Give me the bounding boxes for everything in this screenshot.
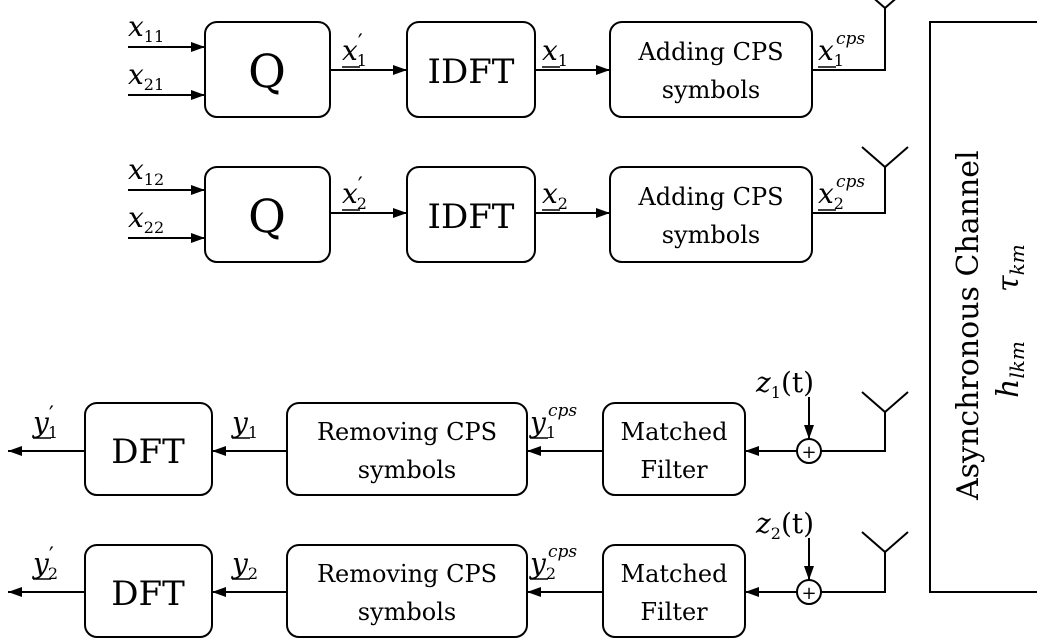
input-x12-label: x12 [128,153,164,189]
y2-label: y2 [230,547,258,583]
rx-antenna-1 [861,391,909,414]
antenna-to-adder-line-2 [821,552,886,593]
idft-block-2-label: IDFT [428,197,515,237]
transmitter-chain-2: x12 x22 Q x′2 IDFT x2 Adding CPS symbols… [128,146,909,263]
q-block-1-label: Q [248,44,286,98]
adding-cps-block-1-line2: symbols [662,76,760,104]
matched-filter-2-line2: Filter [640,598,708,626]
adding-cps-block-1-line1: Adding CPS [637,38,783,66]
antenna-to-adder-line-1 [821,412,886,452]
matched-filter-2-line1: Matched [621,560,728,588]
input-x22-label: x22 [128,201,164,237]
q-block-2-label: Q [248,189,286,243]
adding-cps-block-2-line2: symbols [662,221,760,249]
removing-cps-block-1 [286,402,528,496]
y2cps-label: y2cps [528,542,577,583]
channel-delay-label: τkm [991,244,1029,292]
input-x21-label: x21 [128,58,164,94]
matched-filter-1-line1: Matched [621,418,728,446]
tx-antenna-2 [861,146,909,169]
cps-to-antenna-line-2 [812,167,886,214]
q-block-2 [204,166,331,263]
channel-box [929,21,1037,593]
x1prime-label: x′1 [342,31,367,70]
x2-label: x2 [542,177,568,213]
idft-block-2 [406,166,536,263]
noise-z1-label: z1(t) [755,366,814,402]
asynchronous-channel: Asynchronous Channel τkm hlkm [929,21,1037,593]
channel-title: Asynchronous Channel [951,150,986,501]
cps-to-antenna-line-1 [812,8,886,71]
tx-antenna-1 [874,0,896,10]
x2prime-label: x′2 [342,174,367,213]
dft-block-1 [84,402,213,496]
adding-cps-block-2 [609,166,813,263]
receiver-chain-2: + z2(t) Matched Filter y2cps Removing CP… [8,507,909,638]
input-x11-label: x11 [128,10,164,46]
removing-cps-2-line2: symbols [358,598,456,626]
adding-cps-block-2-line1: Adding CPS [637,183,783,211]
adder-2-symbol: + [801,583,816,604]
y2prime-label: y′2 [31,544,58,583]
noise-z2-label: z2(t) [755,507,814,543]
y1-label: y1 [230,406,258,442]
channel-gain-label: hlkm [991,341,1029,398]
rx-antenna-2 [861,531,909,554]
y1cps-label: y1cps [528,401,577,442]
removing-cps-1-line1: Removing CPS [317,418,497,446]
dft-block-1-label: DFT [111,432,185,472]
matched-filter-1-line2: Filter [640,456,708,484]
x1-label: x1 [542,34,568,70]
adder-1-symbol: + [801,442,816,463]
y1prime-label: y′1 [31,403,58,442]
removing-cps-2-line1: Removing CPS [317,560,497,588]
receiver-chain-1: + z1(t) Matched Filter y1cps Removing CP… [8,366,909,496]
matched-filter-block-1 [602,402,746,496]
removing-cps-1-line2: symbols [358,456,456,484]
x1cps-label: x1cps [818,29,865,70]
dft-block-2-label: DFT [111,574,185,614]
transmitter-chain-1: x11 x21 Q x′1 IDFT x1 Adding CPS symbols [128,0,896,118]
idft-block-1-label: IDFT [428,52,515,92]
x2cps-label: x2cps [818,172,865,213]
